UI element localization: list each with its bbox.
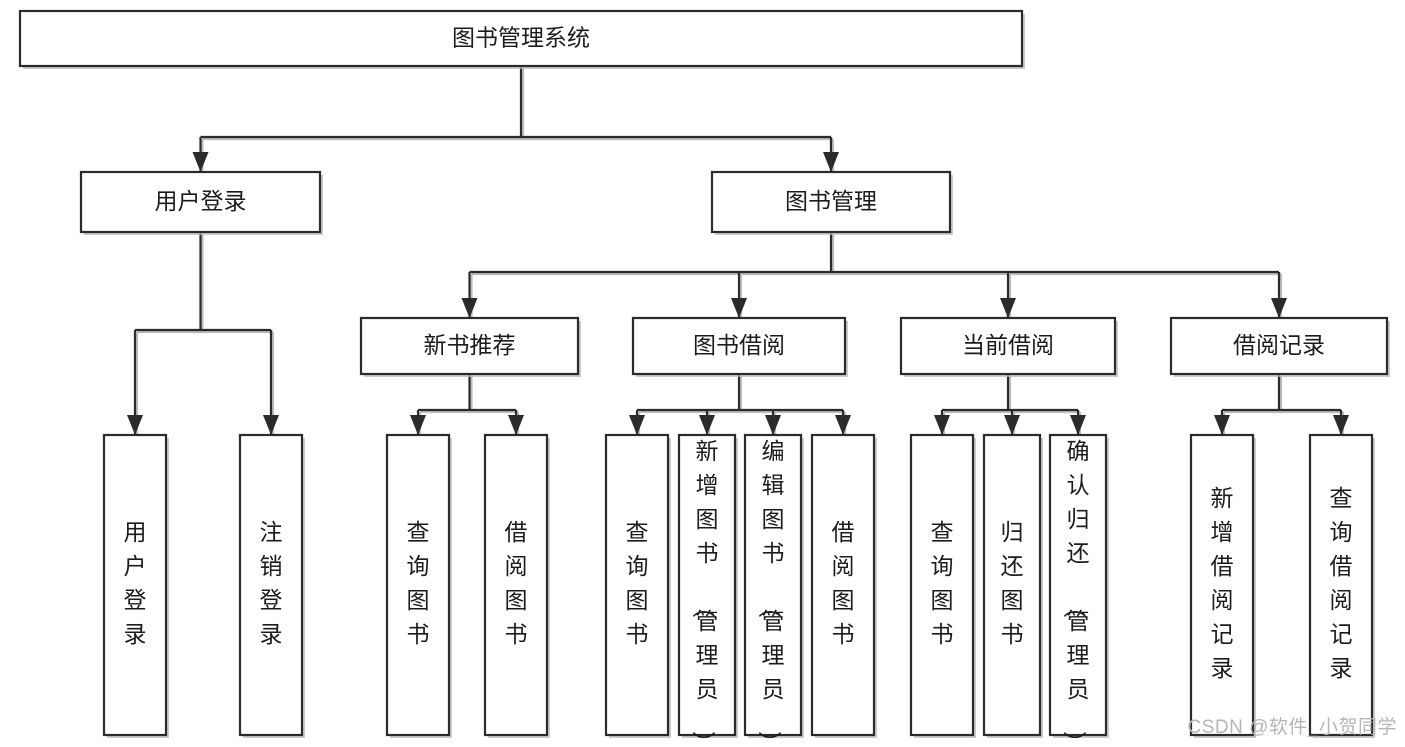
connectors-layer [127, 66, 1349, 437]
arrow-head-book-borrow-0 [629, 415, 645, 435]
node-box-borrow-record[interactable] [1169, 316, 1389, 376]
node-label-book-borrow: 图书借阅 [693, 332, 785, 358]
arrow-head-book-manage-2 [1000, 298, 1016, 318]
node-label-leaf-user-logout: 注销登录 [260, 519, 283, 647]
arrow-head-current-borrow-2 [1070, 415, 1086, 435]
node-label-borrow-record: 借阅记录 [1233, 332, 1325, 358]
node-label-leaf-user-login: 用户登录 [124, 519, 147, 647]
arrow-head-borrow-record-1 [1333, 415, 1349, 435]
node-box-leaf-borrow-book-2[interactable] [810, 433, 876, 737]
node-label-leaf-confirm-return: 确认归还（管理员） [1062, 438, 1090, 747]
arrow-head-new-book-recommend-0 [410, 415, 426, 435]
node-box-leaf-query-book-1[interactable] [385, 433, 451, 737]
node-label-new-book-recommend: 新书推荐 [424, 332, 516, 358]
csdn-watermark: CSDN @软件_小贺同学 [1187, 717, 1397, 738]
node-box-leaf-add-book[interactable] [677, 433, 737, 737]
node-box-leaf-user-logout[interactable] [238, 433, 304, 737]
arrow-head-root-1 [823, 152, 839, 172]
node-box-book-borrow[interactable] [631, 316, 847, 376]
arrow-head-book-manage-1 [731, 298, 747, 318]
node-box-leaf-user-login[interactable] [102, 433, 168, 737]
node-box-leaf-return-book[interactable] [982, 433, 1042, 737]
node-box-leaf-query-book-3[interactable] [909, 433, 975, 737]
node-label-leaf-query-record: 查询借阅记录 [1330, 485, 1353, 681]
node-box-leaf-confirm-return[interactable] [1048, 433, 1108, 737]
nodes-layer: 图书管理系统用户登录图书管理新书推荐图书借阅当前借阅借阅记录用户登录注销登录查询… [18, 9, 1390, 747]
node-label-leaf-add-record: 新增借阅记录 [1211, 485, 1234, 681]
node-box-leaf-query-record[interactable] [1308, 433, 1374, 737]
node-label-leaf-return-book: 归还图书 [1001, 519, 1024, 647]
arrow-head-user-login-0 [127, 415, 143, 435]
node-label-leaf-borrow-book-2: 借阅图书 [832, 519, 855, 647]
node-label-root: 图书管理系统 [452, 25, 590, 51]
node-label-current-borrow: 当前借阅 [962, 332, 1054, 358]
arrow-head-book-manage-3 [1271, 298, 1287, 318]
node-box-leaf-borrow-book-1[interactable] [483, 433, 549, 737]
node-label-leaf-borrow-book-1: 借阅图书 [505, 519, 528, 647]
arrow-head-current-borrow-0 [934, 415, 950, 435]
arrow-head-new-book-recommend-1 [508, 415, 524, 435]
node-box-book-manage[interactable] [710, 170, 952, 234]
arrow-head-current-borrow-1 [1004, 415, 1020, 435]
node-box-root[interactable] [18, 9, 1024, 68]
arrow-head-borrow-record-0 [1214, 415, 1230, 435]
node-box-leaf-add-record[interactable] [1189, 433, 1255, 737]
node-label-leaf-query-book-2: 查询图书 [626, 519, 649, 647]
node-label-user-login: 用户登录 [155, 188, 247, 214]
arrow-head-book-manage-0 [461, 298, 478, 318]
arrow-head-user-login-1 [263, 415, 279, 435]
node-box-current-borrow[interactable] [899, 316, 1117, 376]
node-label-leaf-query-book-1: 查询图书 [407, 519, 430, 647]
node-box-user-login[interactable] [79, 170, 322, 234]
node-label-leaf-edit-book: 编辑图书（管理员） [757, 438, 785, 747]
node-box-leaf-query-book-2[interactable] [604, 433, 670, 737]
arrow-head-book-borrow-1 [699, 415, 715, 435]
node-box-leaf-edit-book[interactable] [743, 433, 803, 737]
node-label-leaf-query-book-3: 查询图书 [931, 519, 954, 647]
arrow-head-book-borrow-2 [765, 415, 781, 435]
node-label-leaf-add-book: 新增图书（管理员） [691, 438, 719, 747]
arrow-head-book-borrow-3 [835, 415, 851, 435]
arrow-head-root-0 [192, 152, 209, 172]
node-box-new-book-recommend[interactable] [359, 316, 580, 376]
node-label-book-manage: 图书管理 [785, 188, 877, 214]
